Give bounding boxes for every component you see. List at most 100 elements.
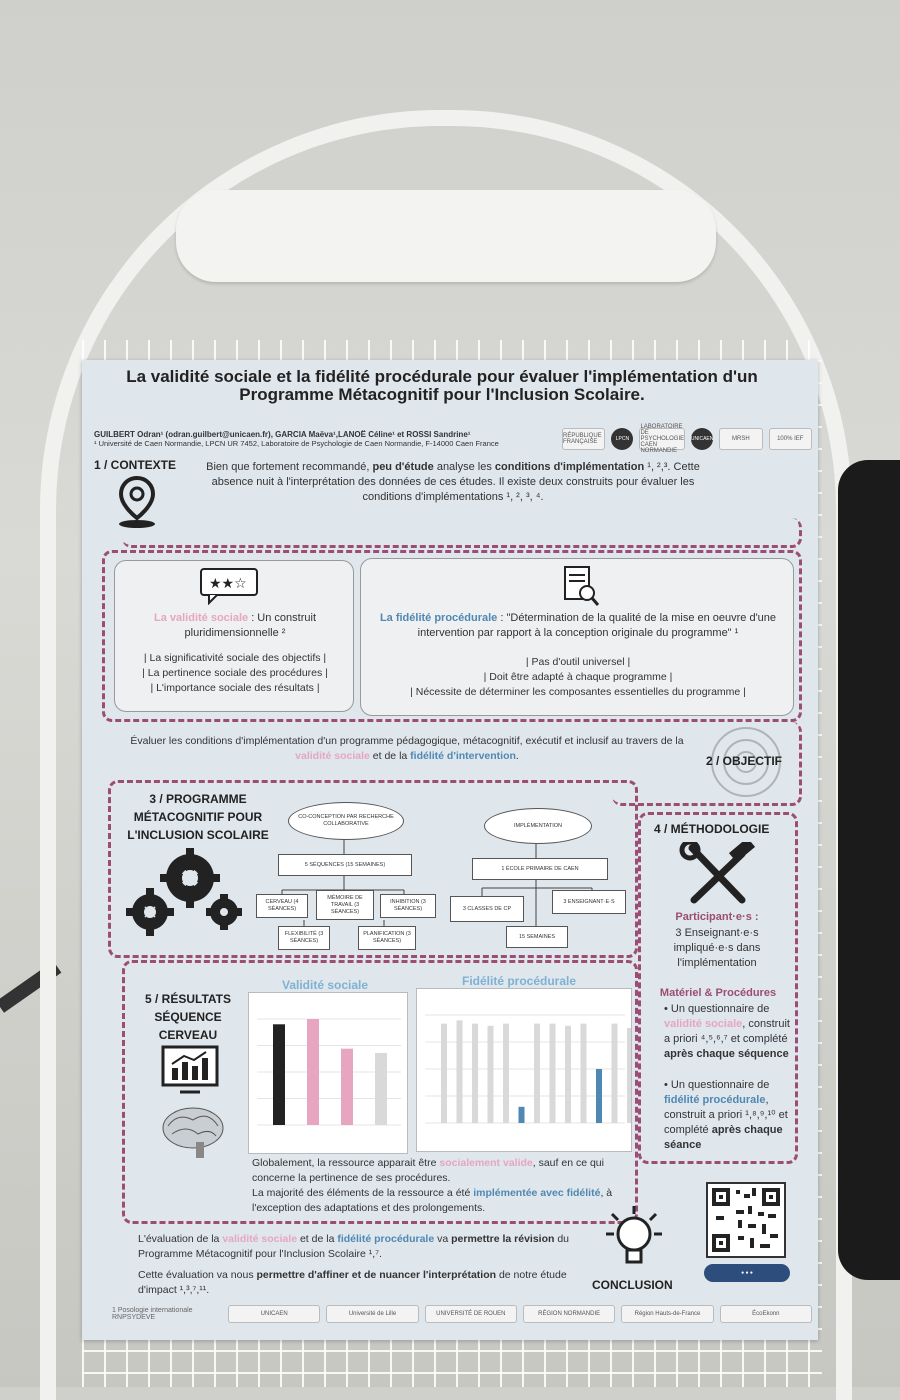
planification-node: PLANIFICATION (3 SÉANCES)	[358, 926, 416, 950]
objectif-text-e: .	[515, 750, 519, 762]
bar	[273, 1024, 285, 1125]
bar	[441, 1023, 447, 1123]
dashboard-chart-icon	[160, 1044, 220, 1096]
item2-d: après chaque séance	[664, 1124, 783, 1151]
implementation-node: IMPLÉMENTATION	[484, 808, 592, 844]
validite-chart-svg	[257, 1018, 401, 1126]
materiel-item-2: • Un questionnaire de fidélité procédura…	[664, 1079, 788, 1151]
footer-logo-normandie: RÉGION NORMANDIE	[522, 1305, 616, 1323]
footer-logo-rouen: UNIVERSITÉ DE ROUEN	[424, 1305, 517, 1323]
contexte-text-b: peu d'étude	[372, 461, 434, 473]
target-icon	[706, 722, 786, 802]
methodologie-heading: 4 / MÉTHODOLOGIE	[654, 822, 770, 836]
item2-b: fidélité procédurale	[664, 1094, 766, 1106]
fidelite-items: | Pas d'outil universel | | Doit être ad…	[365, 655, 791, 700]
semaines-node: 15 SEMAINES	[506, 926, 568, 948]
fidelite-label: La fidélité procédurale	[379, 612, 498, 624]
enseignants-node: 3 ENSEIGNANT·E·S	[552, 890, 626, 914]
footer-logo-lille: Université de Lille	[326, 1305, 419, 1323]
objectif-heading: 2 / OBJECTIF	[706, 754, 783, 768]
gears-icon	[126, 844, 246, 940]
participants-text: 3 Enseignant·e·s impliqué·e·s dans l'imp…	[673, 927, 761, 969]
logo-republique: RÉPUBLIQUE FRANÇAISE	[562, 428, 606, 450]
conclusion-heading: CONCLUSION	[592, 1278, 673, 1292]
document-search-icon	[561, 565, 601, 609]
res-text2-b: implémentée avec fidélité	[473, 1187, 601, 1199]
validite-items: | La significativité sociale des objecti…	[121, 651, 349, 696]
item2-a: Un questionnaire de	[670, 1079, 770, 1091]
footer-logo-unicaen: UNICAEN	[228, 1305, 321, 1323]
conclusion-text-1: L'évaluation de la validité sociale et d…	[138, 1232, 578, 1262]
constructs-frame	[102, 550, 802, 722]
poster-title: La validité sociale et la fidélité procé…	[126, 367, 758, 404]
bar	[627, 1027, 633, 1123]
fidelite-item-1: | Pas d'outil universel |	[525, 656, 631, 668]
bar	[518, 1106, 525, 1123]
fidelite-item-3: | Nécessite de déterminer les composante…	[410, 686, 746, 698]
footer-logos: 1 Posologie internationale RNPSYDEVE UNI…	[112, 1300, 812, 1328]
logo-ief: 100% IEF	[768, 428, 812, 450]
contexte-heading: 1 / CONTEXTE	[94, 458, 177, 472]
objectif-text-a: Évaluer les conditions d'implémentation …	[130, 735, 684, 747]
concl-text2-c: de notre étude d'impact ¹,³,⁷,¹¹.	[138, 1269, 567, 1296]
footer-logo-ecoekonn: ÉcoEkonn	[719, 1305, 812, 1323]
materiel-item-1: • Un questionnaire de validité sociale, …	[664, 1003, 790, 1060]
fidelite-chart	[416, 988, 633, 1152]
item1-d: après chaque séquence	[664, 1048, 789, 1060]
tools-icon	[678, 842, 758, 906]
bar	[611, 1023, 618, 1123]
authors-names: GUILBERT Odran¹ (odran.guilbert@unicaen.…	[94, 430, 471, 439]
fidelite-definition: La fidélité procédurale : "Détermination…	[369, 611, 787, 641]
resultats-text-2: La majorité des éléments de la ressource…	[252, 1186, 632, 1216]
authors: GUILBERT Odran¹ (odran.guilbert@unicaen.…	[94, 430, 564, 448]
concl-text1-c: et de la	[297, 1233, 338, 1245]
validite-definition: La validité sociale : Un construit pluri…	[123, 611, 347, 641]
validite-card: ★★☆ La validité sociale : Un construit p…	[114, 560, 354, 712]
concl-text1-b: validité sociale	[222, 1233, 298, 1245]
contexte-text: Bien que fortement recommandé, peu d'étu…	[188, 460, 718, 505]
conception-node: CO-CONCEPTION PAR RECHERCHE COLLABORATIV…	[288, 802, 404, 840]
lightbulb-icon	[594, 1202, 674, 1278]
objectif-text-c: et de la	[369, 750, 411, 762]
concl-text1-e: va	[434, 1233, 452, 1245]
top-logos: RÉPUBLIQUE FRANÇAISE LPCN LABORATOIRE DE…	[562, 424, 812, 454]
svg-text:★★☆: ★★☆	[209, 576, 247, 592]
inhibition-node: INHIBITION (3 SÉANCES)	[380, 894, 436, 918]
bar	[565, 1025, 571, 1123]
item1-a: Un questionnaire de	[670, 1003, 770, 1015]
resultats-text-1: Globalement, la ressource apparait être …	[252, 1156, 632, 1186]
memoire-node: MÉMOIRE DE TRAVAIL (3 SÉANCES)	[316, 890, 374, 920]
objectif-text: Évaluer les conditions d'implémentation …	[112, 734, 702, 764]
contexte-text-c: analyse les	[433, 461, 495, 473]
contexte-text-e: ¹, ²,³. Cette absence nuit à l'interprét…	[211, 461, 700, 503]
dark-object	[838, 460, 900, 1280]
bar	[375, 1052, 387, 1125]
rating-stars-icon: ★★☆	[199, 567, 259, 605]
fidelite-card: La fidélité procédurale : "Détermination…	[360, 558, 794, 716]
concl-text2-b: permettre d'affiner et de nuancer l'inte…	[256, 1269, 497, 1281]
validite-item-2: | La pertinence sociale des procédures |	[142, 667, 328, 679]
res-text2-a: La majorité des éléments de la ressource…	[252, 1187, 474, 1199]
objectif-text-b: validité sociale	[295, 750, 370, 762]
fidelite-chart-svg	[425, 1014, 633, 1124]
materiel-label: Matériel & Procédures	[659, 987, 777, 999]
res-text2-c: , à l'exception des adaptations et des p…	[252, 1187, 613, 1214]
bar	[580, 1023, 587, 1123]
bar	[472, 1023, 478, 1123]
objectif-frame	[612, 722, 802, 806]
poster: La validité sociale et la fidélité procé…	[82, 360, 818, 1340]
contexte-text-d: conditions d'implémentation	[494, 461, 645, 473]
bar	[596, 1069, 602, 1123]
ecole-node: 1 ÉCOLE PRIMAIRE DE CAEN	[472, 858, 608, 880]
methodologie-frame	[638, 812, 798, 1164]
authors-affiliation: ¹ Université de Caen Normandie, LPCN UR …	[94, 439, 499, 448]
res-text1-b: socialement valide	[439, 1157, 533, 1169]
cerveau-node: CERVEAU (4 SÉANCES)	[256, 894, 308, 918]
programme-frame	[108, 780, 638, 958]
contexte-divider	[122, 518, 802, 548]
item2-c: , construit a priori ¹,⁸,⁹,¹⁰ et complét…	[664, 1094, 788, 1136]
validite-chart	[248, 992, 408, 1154]
chart2-title: Fidélité procédurale	[462, 974, 577, 988]
validite-text: : Un construit pluridimensionnelle ²	[184, 612, 316, 639]
flexibilite-node: FLEXIBILITÉ (3 SÉANCES)	[278, 926, 330, 950]
